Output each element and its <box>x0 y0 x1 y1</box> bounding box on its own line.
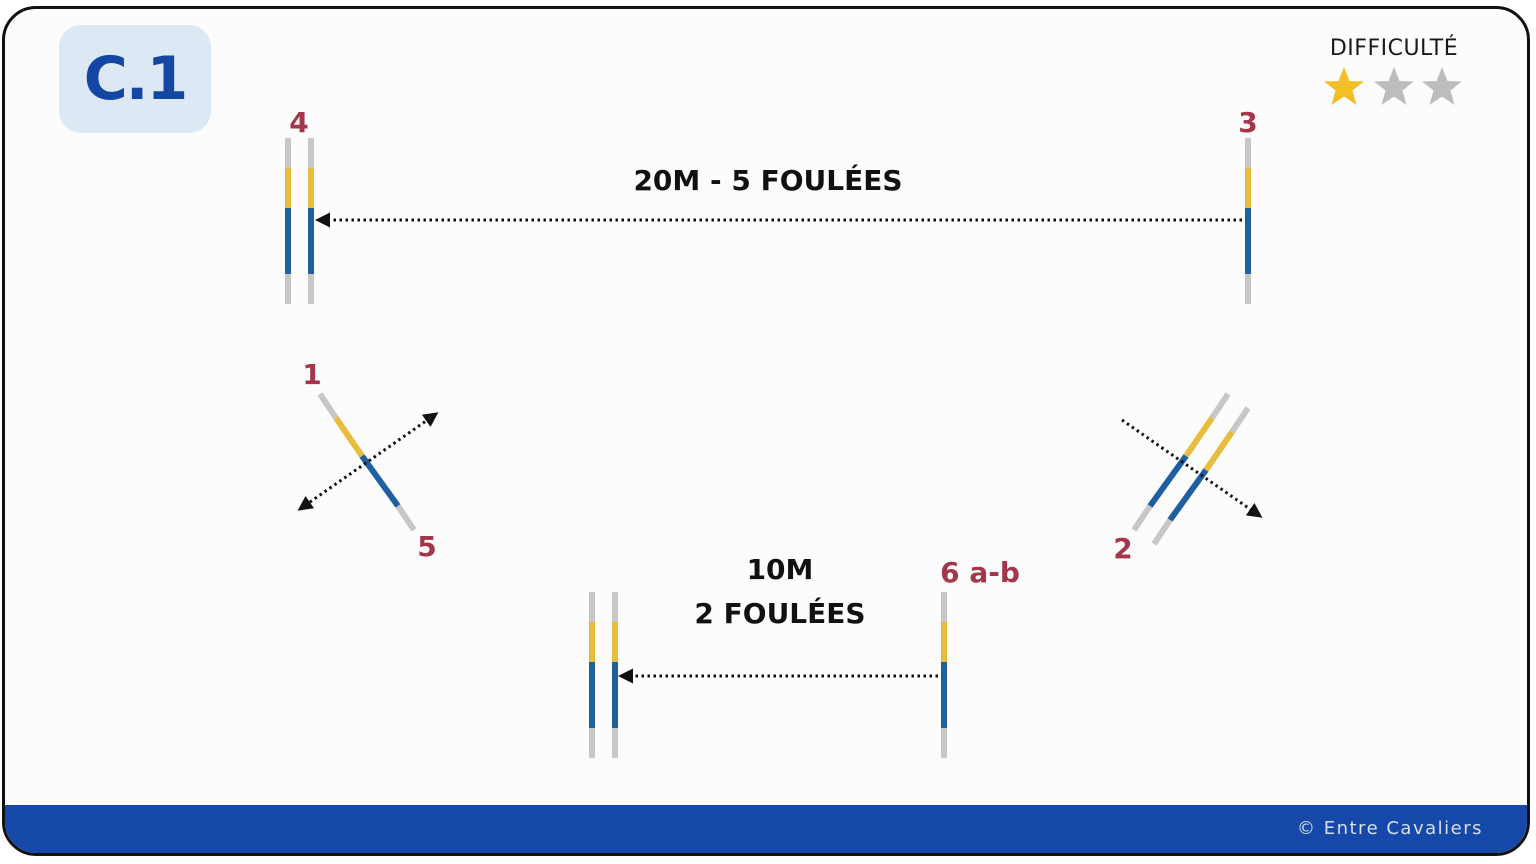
jump-4-oxer <box>285 138 314 304</box>
pole <box>1151 406 1251 546</box>
star-icon-filled <box>1324 67 1364 105</box>
jump-label-5: 5 <box>417 530 436 563</box>
jump-2-oxer <box>1131 392 1251 546</box>
distance-label-bottom-line1: 10M <box>747 553 814 586</box>
jump-1-5-vertical <box>317 392 417 532</box>
footer-bar: © Entre Cavaliers <box>5 805 1527 853</box>
exercise-code: C.1 <box>83 44 189 114</box>
distance-label-bottom-line2: 2 FOULÉES <box>694 596 865 630</box>
jump-label-2: 2 <box>1113 532 1132 565</box>
approach-arrow-2 <box>1121 418 1263 518</box>
difficulty-panel: DIFFICULTÉ <box>1310 36 1478 118</box>
jump-6b-oxer <box>589 592 618 758</box>
jump-label-6: 6 a-b <box>940 556 1020 589</box>
star-icon-empty <box>1374 67 1414 105</box>
diagram-frame: © Entre Cavaliers <box>2 6 1530 856</box>
pole <box>1131 392 1231 532</box>
distance-label-top: 20M - 5 FOULÉES <box>633 163 902 197</box>
jump-label-1: 1 <box>302 358 321 391</box>
copyright-text: © Entre Cavaliers <box>1297 818 1483 839</box>
jump-label-4: 4 <box>289 106 308 139</box>
difficulty-label: DIFFICULTÉ <box>1329 36 1459 61</box>
star-icon-empty <box>1422 67 1462 105</box>
jump-label-3: 3 <box>1238 106 1257 139</box>
approach-arrow-1-5 <box>297 412 439 511</box>
exercise-badge: C.1 <box>59 25 211 133</box>
difficulty-stars <box>1324 67 1462 105</box>
